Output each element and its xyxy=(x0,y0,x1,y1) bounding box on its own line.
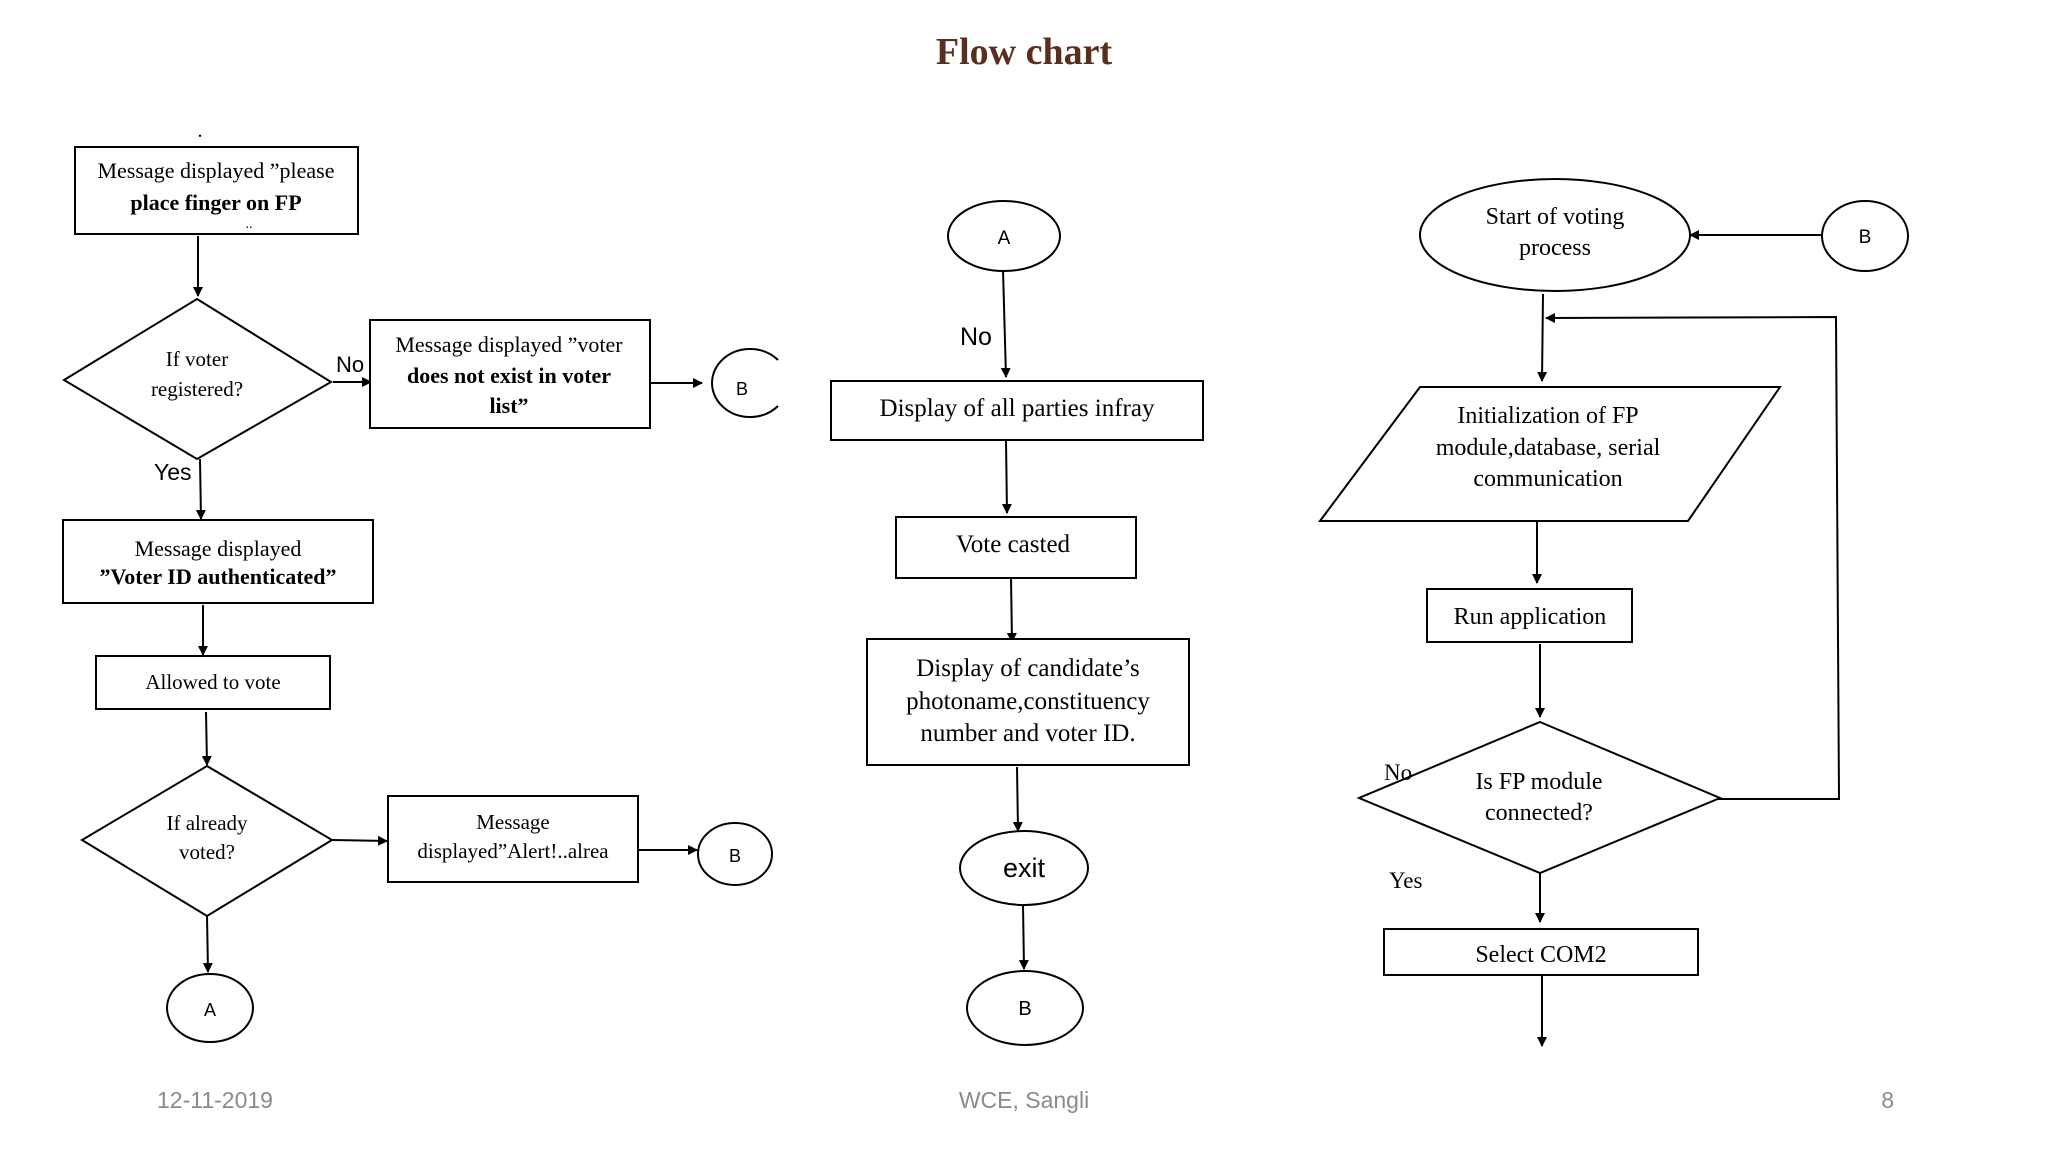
allowed-to-vote-label: Allowed to vote xyxy=(145,670,280,694)
slide-title: Flow chart xyxy=(935,31,1113,73)
init-line3: communication xyxy=(1473,466,1622,492)
vote-casted-box xyxy=(895,516,1137,579)
display-parties-label: Display of all parties infray xyxy=(880,395,1155,422)
arrow-fp-no-loop xyxy=(1545,312,1841,800)
msg-authenticated-box xyxy=(62,519,374,604)
candidate-line2: photoname,constituency xyxy=(906,688,1150,715)
page-number: 8 xyxy=(1881,1087,1894,1113)
init-line2: module,database, serial xyxy=(1436,435,1661,461)
arrow-start-to-init xyxy=(1537,293,1548,382)
connector-b-middle xyxy=(966,970,1084,1046)
msg-not-exist-line2: does not exist in voter xyxy=(407,363,611,388)
allowed-to-vote-box xyxy=(95,655,331,710)
registered-yes-label: Yes xyxy=(154,459,192,485)
registered-no-label: No xyxy=(336,352,364,377)
start-line1: Start of voting xyxy=(1486,204,1625,230)
connector-b-right xyxy=(1821,200,1909,272)
msg-alert-line1: Message xyxy=(476,810,549,834)
decision-fp-line2: connected? xyxy=(1485,800,1593,826)
connector-a-middle-label: A xyxy=(998,228,1011,249)
msg-place-line2: place finger on FP xyxy=(130,190,301,215)
display-parties-box xyxy=(830,380,1204,441)
connector-a-left-label: A xyxy=(204,1000,216,1020)
exit-label: exit xyxy=(1003,853,1046,883)
connector-b-left-top xyxy=(711,348,779,418)
msg-place-trailing: .. xyxy=(246,217,253,232)
msg-not-exist-line1: Message displayed ”voter xyxy=(395,332,623,357)
decision-fp-connected xyxy=(1356,720,1723,875)
stray-dot: . xyxy=(198,120,203,142)
flow-shapes xyxy=(62,146,1909,1046)
decision-voted-line2: voted? xyxy=(179,840,235,864)
run-application-box xyxy=(1426,588,1633,643)
msg-alert-line2: displayed”Alert!..alrea xyxy=(417,839,609,863)
decision-registered-line1: If voter xyxy=(166,347,228,371)
footer-date: 12-11-2019 xyxy=(157,1087,273,1113)
decision-fp-line1: Is FP module xyxy=(1475,769,1602,795)
arrow-registered-yes xyxy=(195,458,206,520)
init-fp-parallelogram xyxy=(1318,386,1782,522)
arrow-vote-to-candidate xyxy=(1006,577,1017,643)
init-line1: Initialization of FP xyxy=(1457,403,1638,429)
candidate-line1: Display of candidate’s xyxy=(916,655,1140,682)
decision-already-voted xyxy=(80,764,334,918)
decision-registered-line2: registered? xyxy=(151,377,243,401)
connector-b2-label: B xyxy=(729,846,741,866)
arrow-exit-to-b xyxy=(1018,904,1029,970)
exit-terminal xyxy=(959,830,1089,906)
arrow-a-to-parties xyxy=(1000,269,1011,378)
connector-b-left-bottom xyxy=(697,822,773,886)
connector-a-left xyxy=(166,973,254,1043)
run-application-label: Run application xyxy=(1454,604,1607,630)
footer-center: WCE, Sangli xyxy=(958,1087,1090,1113)
start-line2: process xyxy=(1519,235,1591,261)
arrow-parties-to-vote xyxy=(1001,439,1012,514)
fp-no-label: No xyxy=(1384,760,1412,785)
arrow-candidate-to-exit xyxy=(1012,766,1023,832)
flow-labels: . Message displayed ”please place finger… xyxy=(97,120,1871,1020)
msg-auth-line1: Message displayed xyxy=(135,536,302,561)
arrow-allowed-to-voted xyxy=(201,711,212,766)
msg-place-line1: Message displayed ”please xyxy=(97,158,334,183)
arrow-voted-to-alert xyxy=(331,835,388,846)
vote-casted-label: Vote casted xyxy=(956,531,1071,558)
msg-place-finger-box xyxy=(74,146,359,235)
fp-yes-label: Yes xyxy=(1389,868,1423,893)
msg-voter-not-exist-box xyxy=(369,319,651,429)
candidate-line3: number and voter ID. xyxy=(920,720,1135,747)
msg-not-exist-line3: list” xyxy=(489,393,528,418)
connector-b-middle-label: B xyxy=(1018,998,1031,1020)
decision-voted-line1: If already xyxy=(166,811,248,835)
connector-a-middle xyxy=(947,200,1061,272)
flow-arrows xyxy=(193,230,1841,1047)
connector-b-right-label: B xyxy=(1859,227,1872,248)
display-candidate-box xyxy=(866,638,1190,766)
msg-auth-line2: ”Voter ID authenticated” xyxy=(99,564,336,589)
select-com2-label: Select COM2 xyxy=(1475,942,1606,968)
connector-b1-label: B xyxy=(736,379,748,399)
middle-no-label: No xyxy=(960,323,992,351)
arrow-voted-to-a xyxy=(202,915,213,973)
start-voting-terminal xyxy=(1419,178,1691,292)
select-com2-box xyxy=(1383,928,1699,976)
decision-voter-registered xyxy=(62,297,333,461)
msg-alert-box xyxy=(387,795,639,883)
